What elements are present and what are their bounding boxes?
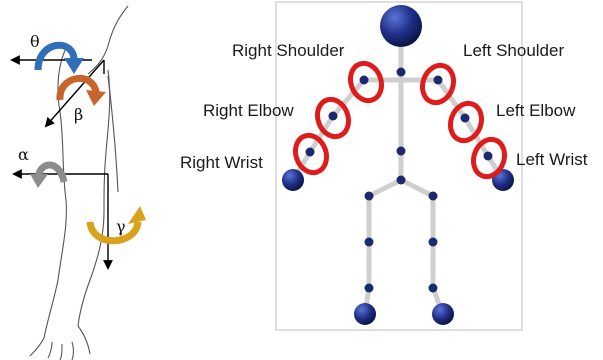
theta-label: θ xyxy=(30,32,40,51)
left-ankle-joint xyxy=(429,284,438,293)
alpha-rotation-icon xyxy=(30,165,64,188)
hip-center-joint xyxy=(397,176,406,185)
right-ankle-joint xyxy=(365,284,374,293)
left-wrist-label: Left Wrist xyxy=(516,150,588,169)
left-foot-joint xyxy=(432,303,454,325)
left-knee-joint xyxy=(429,238,438,247)
neck-joint xyxy=(397,68,406,77)
right-foot-joint xyxy=(354,303,376,325)
left-elbow-joint xyxy=(461,114,470,123)
right-shoulder-joint xyxy=(360,76,369,85)
right-wrist-label: Right Wrist xyxy=(180,153,263,172)
left-hip-joint xyxy=(429,192,438,201)
left-elbow-label: Left Elbow xyxy=(496,101,576,120)
alpha-label: α xyxy=(18,145,29,164)
right-elbow-label: Right Elbow xyxy=(203,101,294,120)
left-shoulder-joint xyxy=(434,76,443,85)
right-elbow-joint xyxy=(329,112,338,121)
right-knee-joint xyxy=(365,238,374,247)
gamma-label: γ xyxy=(116,217,126,236)
right-hand-joint xyxy=(282,169,304,191)
left-shoulder-label: Left Shoulder xyxy=(463,41,564,60)
beta-label: β xyxy=(74,105,83,124)
head-joint xyxy=(380,5,422,47)
right-wrist-joint xyxy=(306,148,315,157)
right-hip-joint xyxy=(365,192,374,201)
left-wrist-joint xyxy=(484,152,493,161)
right-shoulder-label: Right Shoulder xyxy=(232,41,345,60)
spine-joint xyxy=(397,147,406,156)
arm-figure: θ β α γ xyxy=(12,6,146,360)
